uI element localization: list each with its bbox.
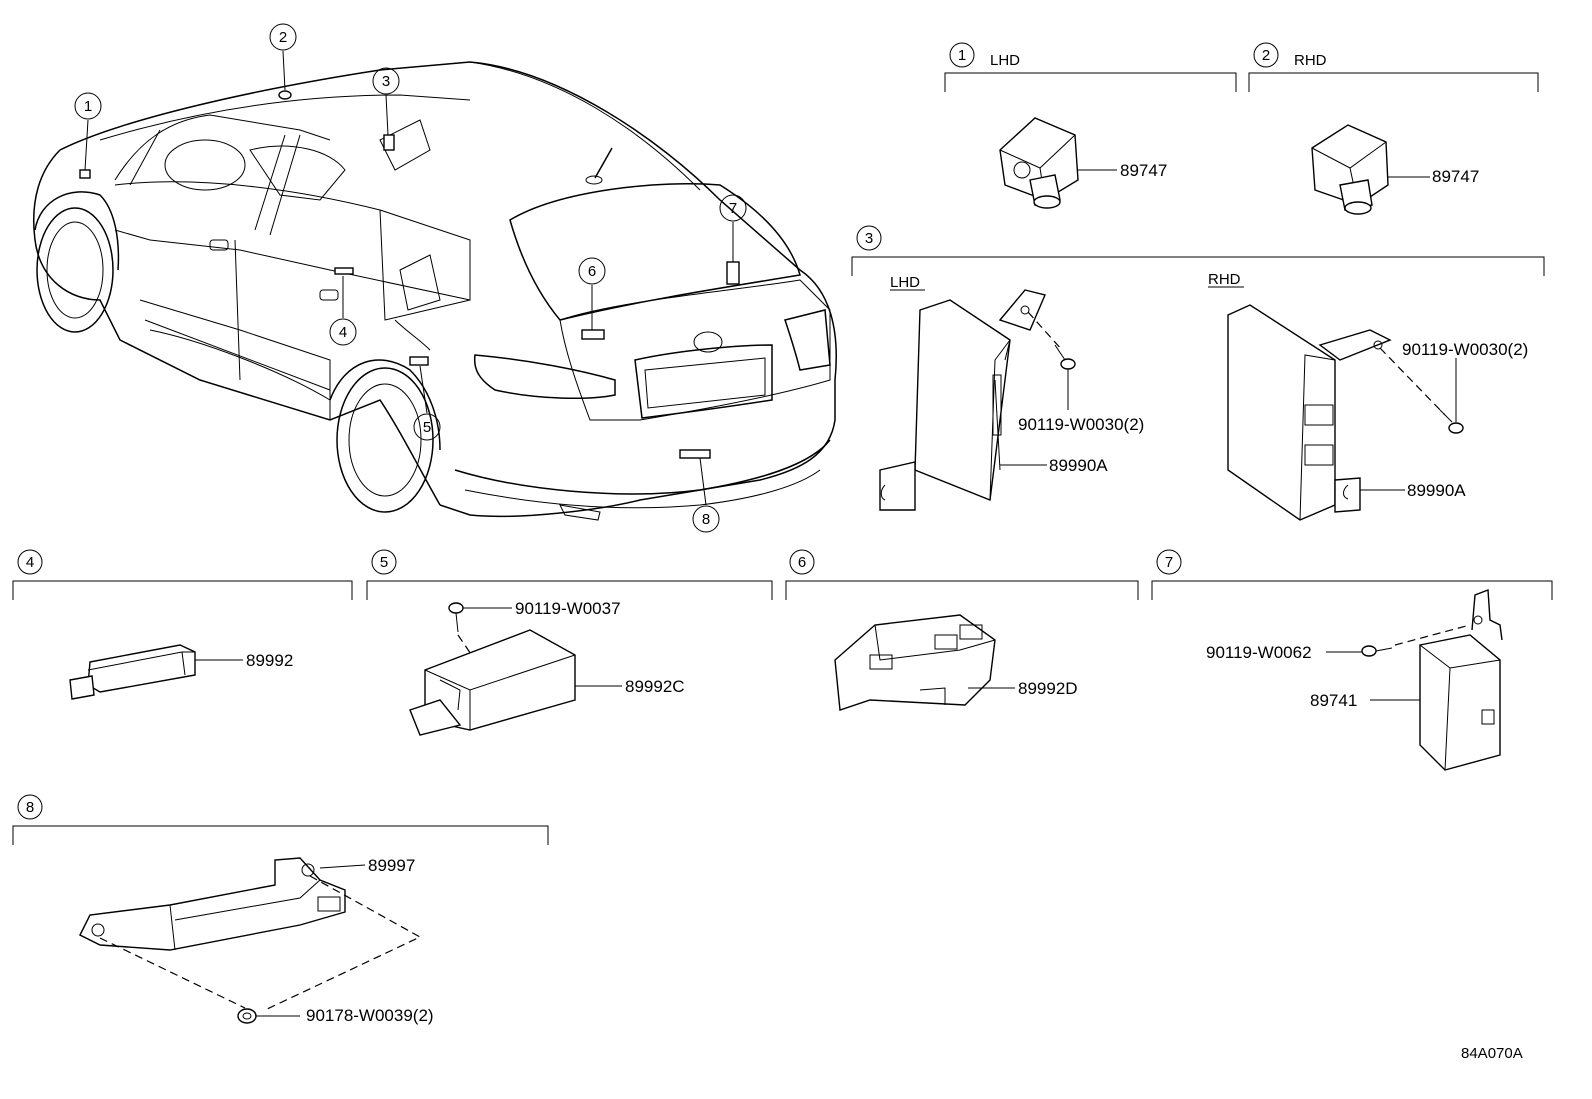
vehicle-callout-6: 6 [578,257,606,330]
part-89992d [834,614,996,711]
part-number: 89990A [1049,456,1108,475]
part-number: 89741 [1310,691,1357,710]
section-2: 2 RHD 89747 [1248,42,1539,215]
part-89992c [409,629,576,736]
svg-text:LHD: LHD [990,52,1020,69]
svg-text:8: 8 [702,511,710,528]
bolt-89992c [448,602,464,633]
part-89992 [69,644,196,700]
part-number: 90119-W0030(2) [1018,415,1144,434]
part-number: 89992C [625,677,685,696]
part-number: 89990A [1407,481,1466,500]
section-4: 4 89992 [12,549,353,700]
part-number: 89997 [368,856,415,875]
section-5: 5 90119-W0037 89992C [366,549,773,736]
part-number: 90178-W0039(2) [306,1006,434,1025]
bolt-lhd [1054,344,1076,370]
svg-text:7: 7 [729,200,737,217]
svg-text:LHD: LHD [890,274,920,291]
part-number: 89992 [246,651,293,670]
svg-text:2: 2 [279,29,287,46]
svg-text:6: 6 [588,263,596,280]
part-89747-rhd [1311,124,1389,215]
section-7: 7 90119-W0062 89741 [1151,549,1553,771]
svg-text:3: 3 [865,230,873,247]
svg-text:5: 5 [423,419,431,436]
vehicle-callout-3: 3 [372,67,400,136]
svg-text:4: 4 [26,554,34,571]
diagram-code: 84A070A [1461,1045,1523,1062]
svg-text:RHD: RHD [1294,52,1327,69]
vehicle-callout-5: 5 [413,365,441,441]
svg-text:1: 1 [84,98,92,115]
svg-text:RHD: RHD [1208,271,1241,288]
vehicle-illustration [32,61,837,521]
vehicle-callout-8: 8 [692,457,720,533]
svg-text:2: 2 [1262,47,1270,64]
part-89990a-lhd [879,289,1046,511]
section-1: 1 LHD 89747 [944,42,1237,209]
section-8: 8 90178-W0039(2) 89997 [12,794,549,1025]
part-89747-lhd [999,117,1079,209]
part-number: 90119-W0062 [1206,643,1312,662]
svg-text:6: 6 [798,554,806,571]
nut-89997 [237,1008,257,1024]
vehicle-callout-1: 1 [74,92,102,171]
part-number: 90119-W0037 [515,599,621,618]
part-89741 [1419,589,1503,771]
svg-text:1: 1 [958,47,966,64]
svg-text:7: 7 [1165,554,1173,571]
part-number: 89992D [1018,679,1078,698]
part-number: 89747 [1432,167,1479,186]
part-89990a-rhd [1227,304,1392,521]
part-number: 89747 [1120,161,1167,180]
part-89997 [79,857,346,951]
section-3: 3 LHD RHD 90119-W0030(2) 89990A [851,225,1545,521]
bolt-rhd [1439,409,1464,434]
vehicle-callout-4: 4 [329,276,357,346]
vehicle-callout-2: 2 [269,23,297,91]
svg-text:5: 5 [380,554,388,571]
svg-text:8: 8 [26,799,34,816]
section-6: 6 89992D [785,549,1139,711]
vehicle-callout-7: 7 [719,194,747,262]
svg-text:3: 3 [382,73,390,90]
bolt-89741 [1361,645,1393,657]
svg-text:4: 4 [339,324,347,341]
part-number: 90119-W0030(2) [1402,340,1528,359]
vehicle-callouts: 1 2 3 4 5 6 7 [74,23,747,533]
